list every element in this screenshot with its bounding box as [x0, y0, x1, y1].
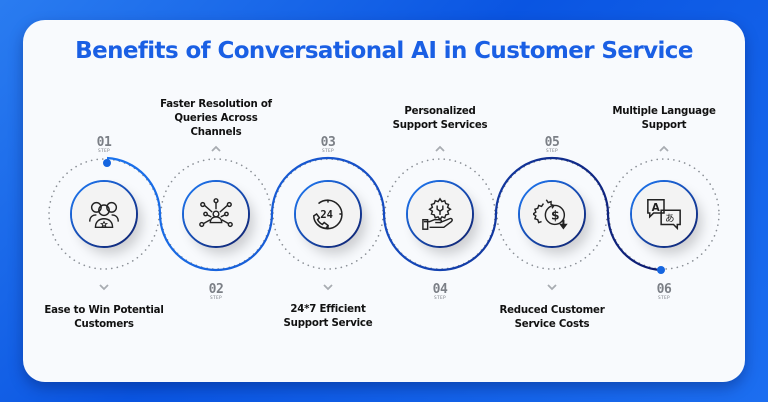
step-06-number: 06 STEP: [656, 282, 672, 301]
step-03-number: 03 STEP: [320, 135, 336, 154]
chevron-up-icon: [435, 145, 445, 152]
step-01-number: 01 STEP: [96, 135, 112, 154]
chevron-up-icon: [211, 145, 221, 152]
svg-text:あ: あ: [665, 214, 675, 225]
step-02-number: 02 STEP: [208, 282, 224, 301]
step-02-node: [184, 182, 248, 246]
step-02-label: Faster Resolution of Queries Across Chan…: [160, 99, 272, 138]
step-03-node: 24: [296, 182, 360, 246]
step-05-node: $: [520, 182, 584, 246]
svg-text:$: $: [551, 209, 560, 223]
svg-text:A: A: [652, 202, 661, 214]
step-04-label: Personalized Support Services: [392, 106, 488, 131]
path-end-dot: [657, 266, 665, 274]
chevron-up-icon: [659, 145, 669, 152]
network-person-icon: [199, 198, 233, 228]
path-start-dot: [103, 159, 111, 167]
gear-dollar-down-icon: $: [533, 199, 568, 230]
step-03-label: 24*7 Efficient Support Service: [283, 304, 373, 329]
page-title: Benefits of Conversational AI in Custome…: [75, 38, 693, 64]
step-04-node: [408, 182, 472, 246]
chevron-down-icon: [547, 284, 557, 291]
step-05-number: 05 STEP: [544, 135, 560, 154]
chevron-down-icon: [99, 284, 109, 291]
infographic-card: [23, 20, 745, 382]
people-group-icon: [89, 201, 119, 229]
step-01-label: Ease to Win Potential Customers: [44, 305, 164, 330]
step-06-label: Multiple Language Support: [612, 106, 716, 131]
step-06-node: A あ: [632, 182, 696, 246]
step-05-label: Reduced Customer Service Costs: [499, 305, 605, 330]
step-04-number: 04 STEP: [432, 282, 448, 301]
phone-24-clock-icon: 24: [312, 199, 343, 230]
step-01-node: [72, 182, 136, 246]
translate-chat-icon: A あ: [647, 198, 681, 231]
chevron-down-icon: [323, 284, 333, 291]
svg-text:24: 24: [320, 209, 333, 221]
hand-gear-wrench-icon: [422, 197, 453, 230]
